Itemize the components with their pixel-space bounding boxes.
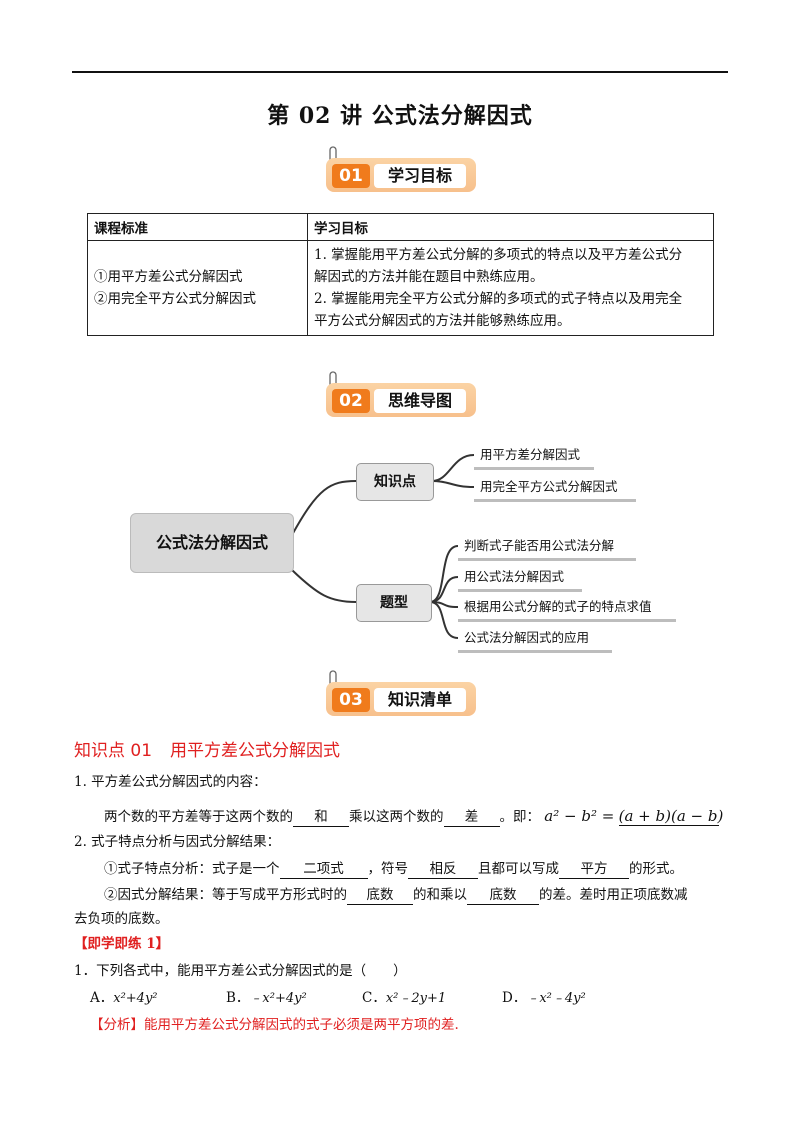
answer-blank: 平方 <box>559 860 629 879</box>
answer-blank: 相反 <box>408 860 478 879</box>
mindmap-leaf: 用平方差分解因式 <box>474 443 594 470</box>
learning-goals-cell: 1. 掌握能用平方差公式分解的多项式的特点以及平方差公式分 解因式的方法并能在题… <box>307 240 714 336</box>
mindmap-connectors <box>291 454 475 639</box>
item-1-statement: 两个数的平方差等于这两个数的和乘以这两个数的差。即： a² − b² = (a … <box>104 807 724 827</box>
analysis-note: 【分析】能用平方差公式分解因式的式子必须是两平方项的差. <box>90 1017 459 1033</box>
table-header: 课程标准 <box>87 213 308 241</box>
answer-blank: 和 <box>293 808 349 827</box>
mindmap-leaf: 用公式法分解因式 <box>458 565 582 592</box>
banner-number: 01 <box>332 164 370 188</box>
option-c: C．x²﹣2y+1 <box>362 990 447 1006</box>
practice-heading: 【即学即练 1】 <box>74 936 170 952</box>
course-standards-cell: ①用平方差公式分解因式 ②用完全平方公式分解因式 <box>87 240 308 336</box>
mindmap-leaf: 判断式子能否用公式法分解 <box>458 534 636 561</box>
item-1-heading: 1. 平方差公式分解因式的内容： <box>74 774 267 790</box>
banner-number: 03 <box>332 688 370 712</box>
factor-result-line: ②因式分解结果：等于写成平方形式时的底数的和乘以底数的差。差时用正项底数减 <box>104 886 688 905</box>
knowledge-point-name: 用平方差公式分解因式 <box>170 741 341 761</box>
goal-line: 解因式的方法并能在题目中熟练应用。 <box>314 269 544 285</box>
table-header: 学习目标 <box>307 213 714 241</box>
paperclip-icon <box>329 670 337 687</box>
paperclip-icon <box>329 146 337 163</box>
mindmap-leaf: 根据用公式分解的式子的特点求值 <box>458 595 676 622</box>
option-b: B．﹣x²+4y² <box>226 990 307 1006</box>
answer-blank: 底数 <box>347 886 413 905</box>
option-a: A．x²+4y² <box>90 990 158 1006</box>
answer-blank: 差 <box>443 808 500 827</box>
factor-result-line-cont: 去负项的底数。 <box>74 911 169 927</box>
mindmap-branch-question-types: 题型 <box>356 584 432 622</box>
standard-item: ②用完全平方公式分解因式 <box>94 291 256 307</box>
goal-line: 2. 掌握能用完全平方公式分解的多项式的式子特点以及用完全 <box>314 291 683 307</box>
mindmap-root: 公式法分解因式 <box>130 513 294 573</box>
goal-line: 平方公式分解因式的方法并能够熟练应用。 <box>314 313 571 329</box>
knowledge-point-label: 知识点 01 <box>74 741 153 761</box>
standard-item: ①用平方差公式分解因式 <box>94 269 243 285</box>
banner-number: 02 <box>332 389 370 413</box>
paperclip-icon <box>329 371 337 388</box>
mindmap-leaf: 公式法分解因式的应用 <box>458 626 612 653</box>
banner-label: 知识清单 <box>374 688 466 712</box>
answer-blank: 底数 <box>467 886 539 905</box>
item-2-heading: 2. 式子特点分析与因式分解结果： <box>74 834 281 850</box>
practice-question: 1．下列各式中，能用平方差公式分解因式的是（ ） <box>74 963 407 979</box>
mindmap-branch-knowledge: 知识点 <box>356 463 434 501</box>
objectives-table: 课程标准 学习目标 ①用平方差公式分解因式 ②用完全平方公式分解因式 1. 掌握… <box>87 213 714 336</box>
banner-label: 学习目标 <box>374 164 466 188</box>
goal-line: 1. 掌握能用平方差公式分解的多项式的特点以及平方差公式分 <box>314 247 683 263</box>
knowledge-point-title: 知识点 01 用平方差公式分解因式 <box>74 736 340 761</box>
feature-analysis-line: ①式子特点分析：式子是一个二项式，符号相反且都可以写成平方的形式。 <box>104 860 683 879</box>
section-banner-knowledge: 03 知识清单 <box>326 670 476 716</box>
option-d: D．﹣x²﹣4y² <box>502 990 586 1006</box>
top-rule <box>72 71 728 73</box>
formula-answer: (a + b)(a − b) <box>618 807 724 826</box>
document-title: 第 02 讲 公式法分解因式 <box>267 103 533 129</box>
mindmap-leaf: 用完全平方公式分解因式 <box>474 475 636 502</box>
banner-label: 思维导图 <box>374 389 466 413</box>
section-banner-objectives: 01 学习目标 <box>326 146 476 192</box>
answer-blank: 二项式 <box>279 860 368 879</box>
section-banner-mindmap: 02 思维导图 <box>326 371 476 417</box>
formula-left: a² − b² = <box>544 807 615 825</box>
